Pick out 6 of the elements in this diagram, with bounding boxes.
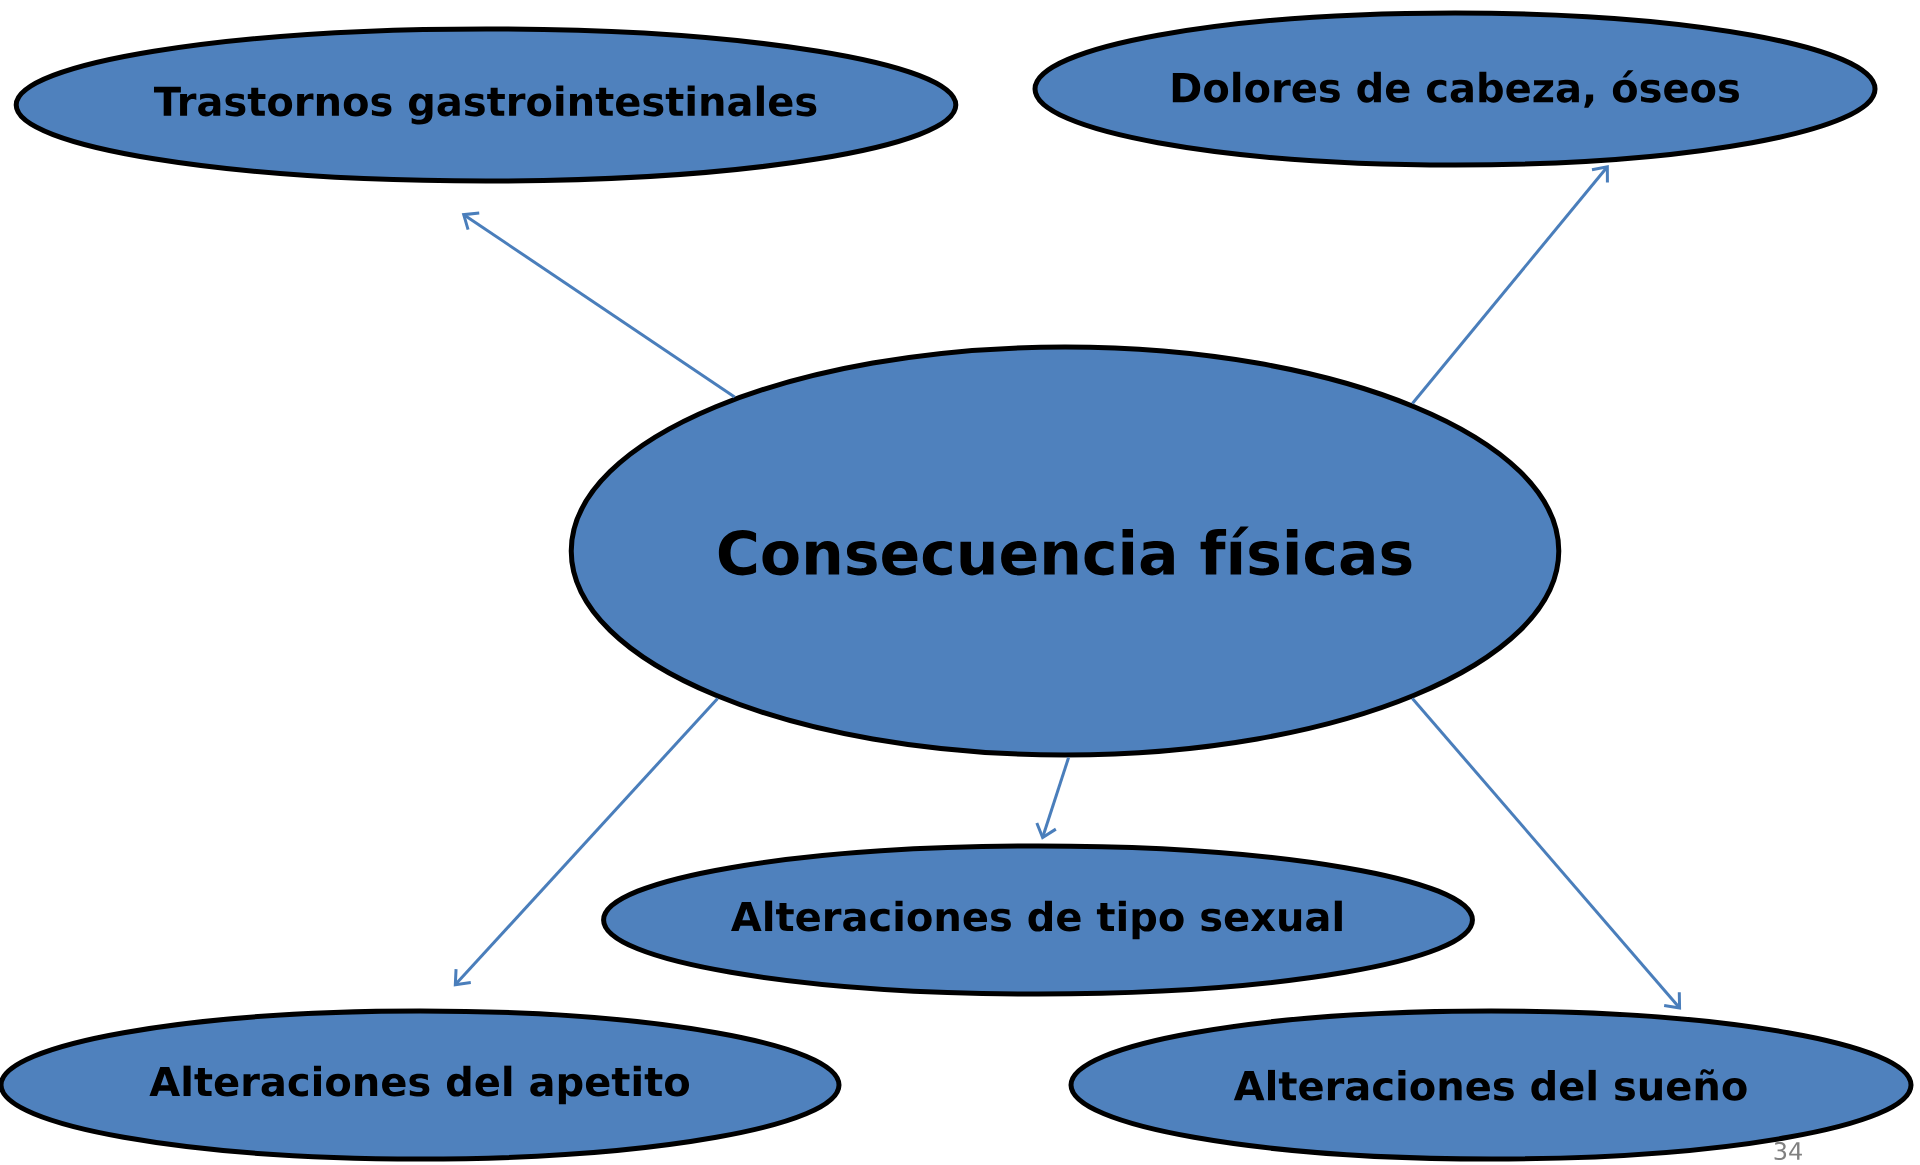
arrow [1035,757,1071,840]
arrow [453,697,719,987]
arrow [461,211,736,399]
arrow [1411,697,1682,1010]
arrow [1411,165,1609,405]
page-number: 34 [1774,1141,1802,1161]
